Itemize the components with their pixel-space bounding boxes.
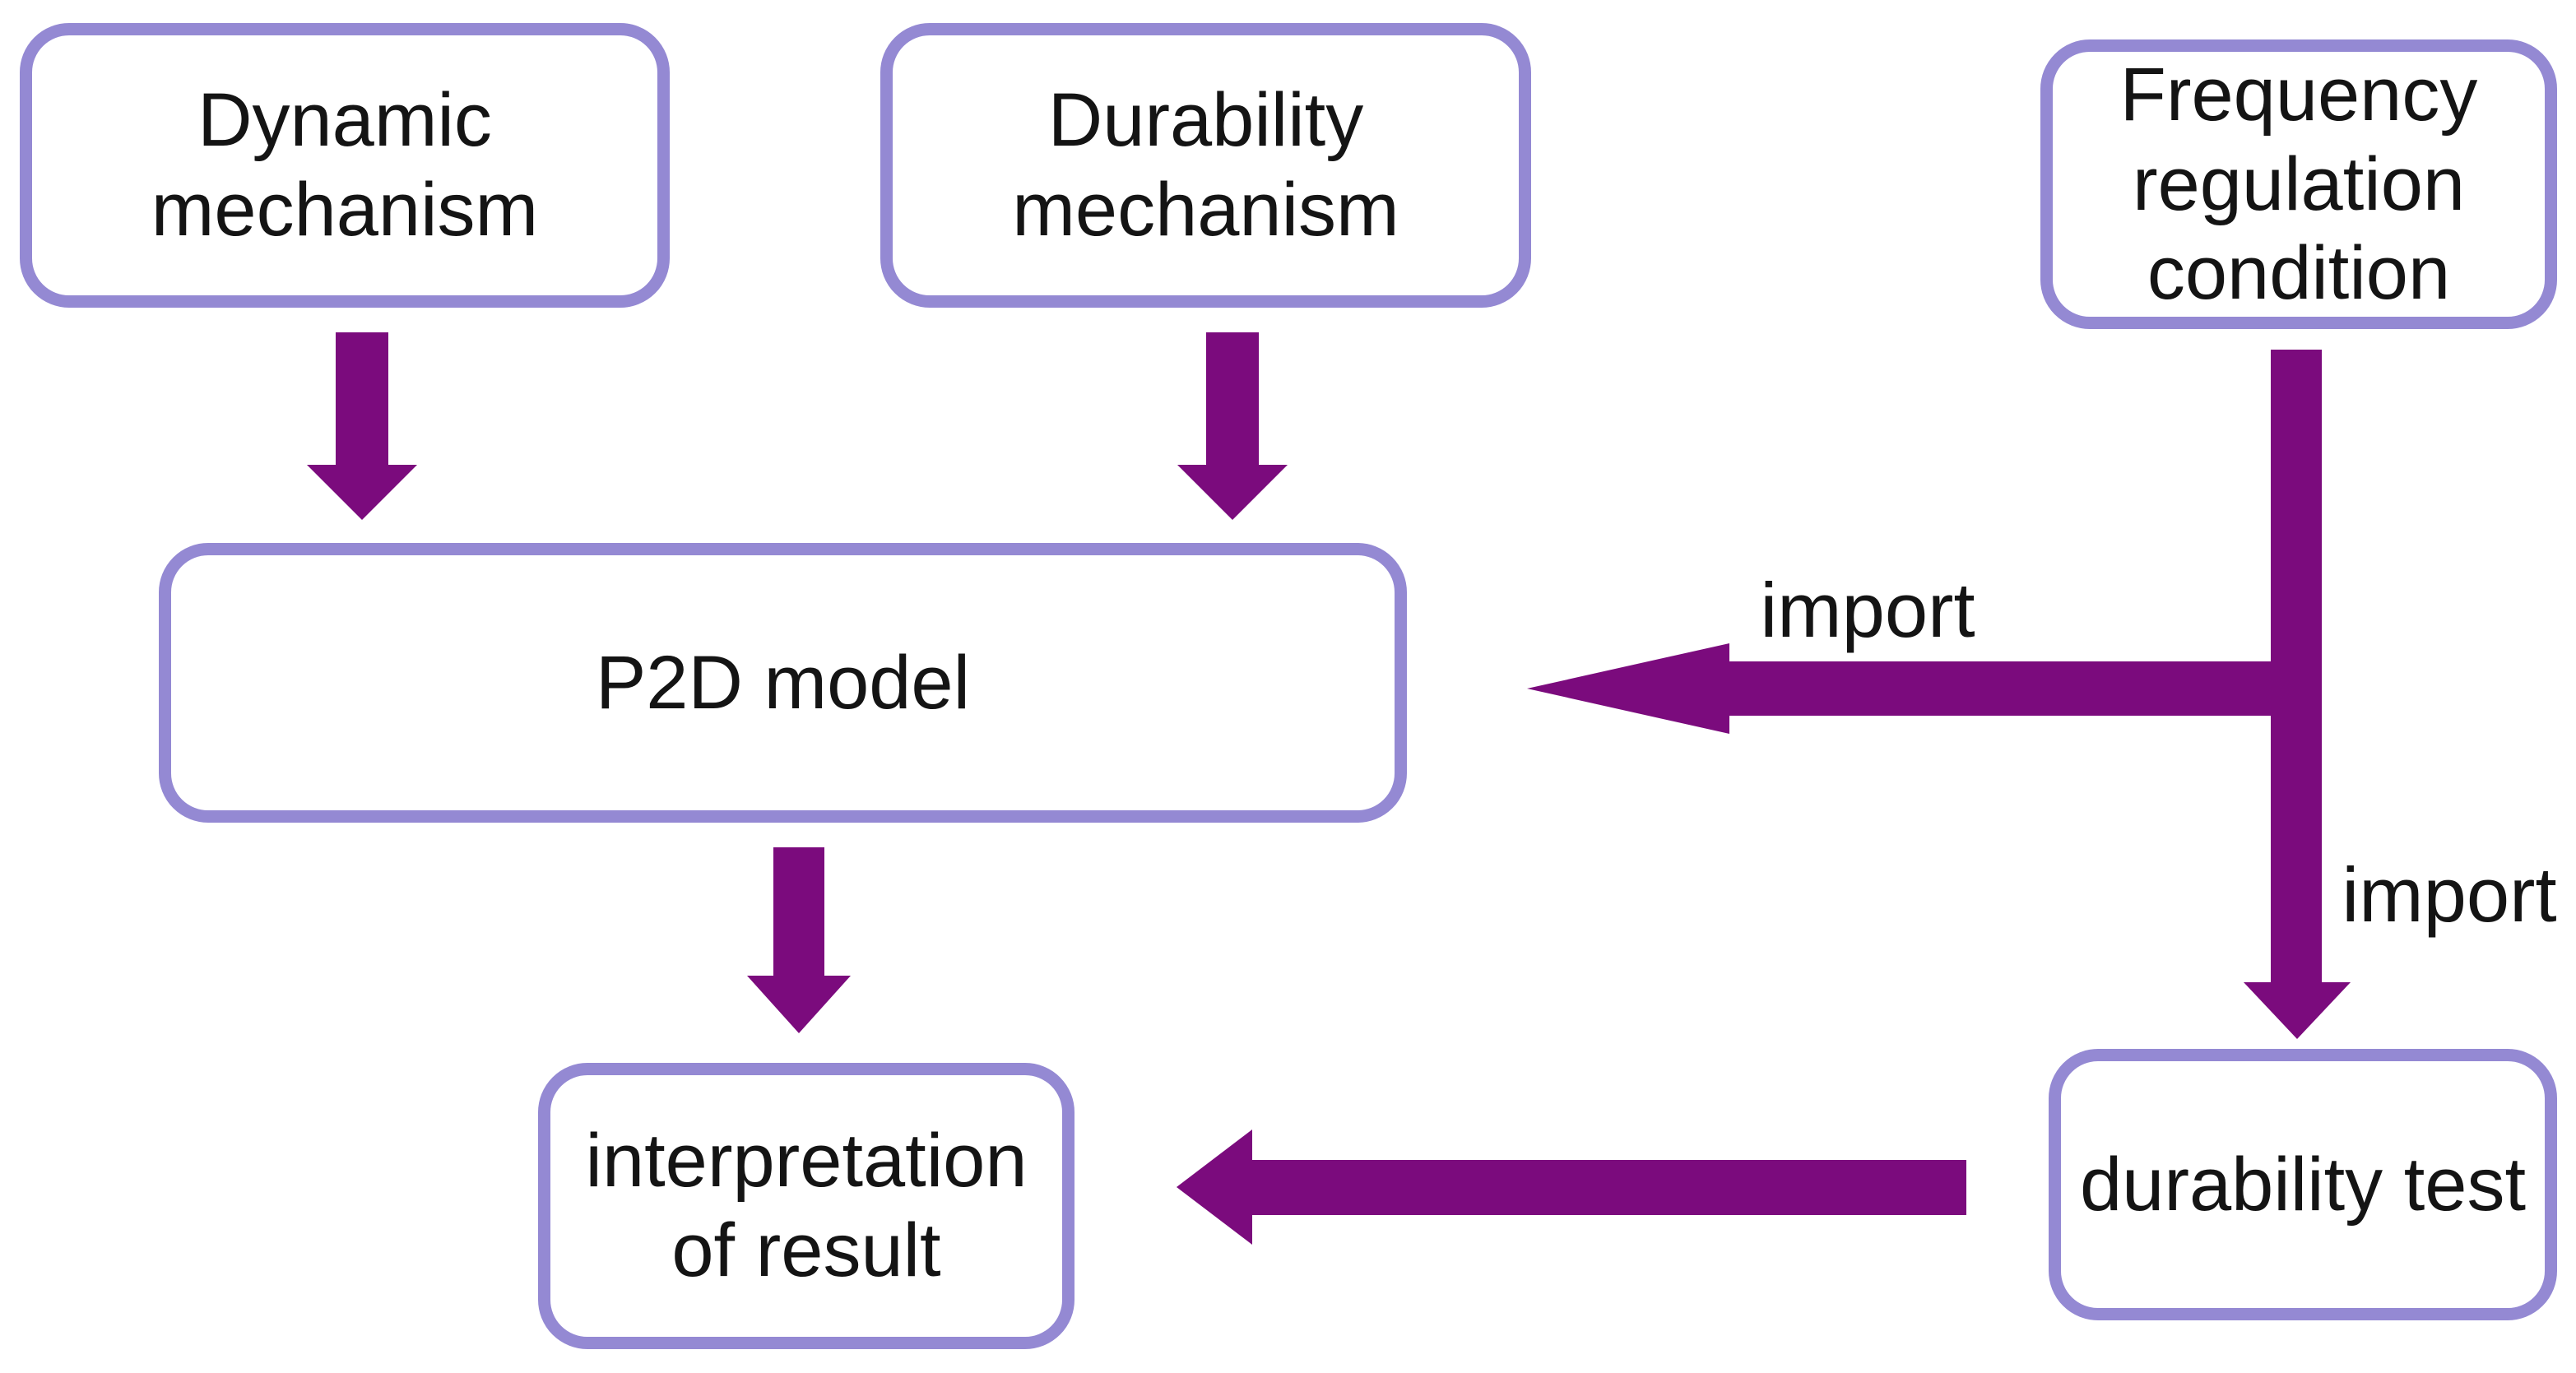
node-interpretation-of-result-line1: interpretation bbox=[585, 1119, 1028, 1204]
arrow-p2d-to-interpretation-icon bbox=[747, 847, 851, 1033]
node-dynamic-mechanism: Dynamic mechanism bbox=[20, 23, 670, 308]
arrow-durability-test-to-interpretation-icon bbox=[1177, 1129, 1966, 1245]
node-durability-test: durability test bbox=[2049, 1049, 2557, 1320]
node-p2d-model: P2D model bbox=[159, 543, 1407, 823]
node-frequency-regulation-condition-line2: regulation bbox=[2132, 141, 2466, 226]
arrow-durability-to-p2d-icon bbox=[1177, 332, 1288, 520]
node-frequency-regulation-condition: Frequency regulation condition bbox=[2040, 39, 2557, 329]
node-frequency-regulation-condition-line1: Frequency bbox=[2119, 53, 2478, 137]
edge-label-import-to-durability-test: import bbox=[2342, 851, 2557, 938]
arrow-frequency-to-p2d-icon bbox=[1527, 643, 2322, 734]
node-dynamic-mechanism-line2: mechanism bbox=[151, 168, 539, 252]
node-durability-mechanism: Durability mechanism bbox=[880, 23, 1531, 308]
edge-label-import-to-p2d: import bbox=[1760, 567, 1975, 653]
node-interpretation-of-result: interpretation of result bbox=[538, 1063, 1074, 1349]
node-p2d-model-line1: P2D model bbox=[595, 640, 971, 725]
node-dynamic-mechanism-line1: Dynamic bbox=[197, 78, 492, 163]
node-durability-mechanism-line2: mechanism bbox=[1012, 168, 1399, 252]
node-interpretation-of-result-line2: of result bbox=[671, 1208, 941, 1292]
node-durability-test-line1: durability test bbox=[2079, 1142, 2527, 1227]
node-durability-mechanism-line1: Durability bbox=[1047, 78, 1364, 163]
node-frequency-regulation-condition-line3: condition bbox=[2147, 231, 2451, 316]
arrow-dynamic-to-p2d-icon bbox=[307, 332, 417, 520]
